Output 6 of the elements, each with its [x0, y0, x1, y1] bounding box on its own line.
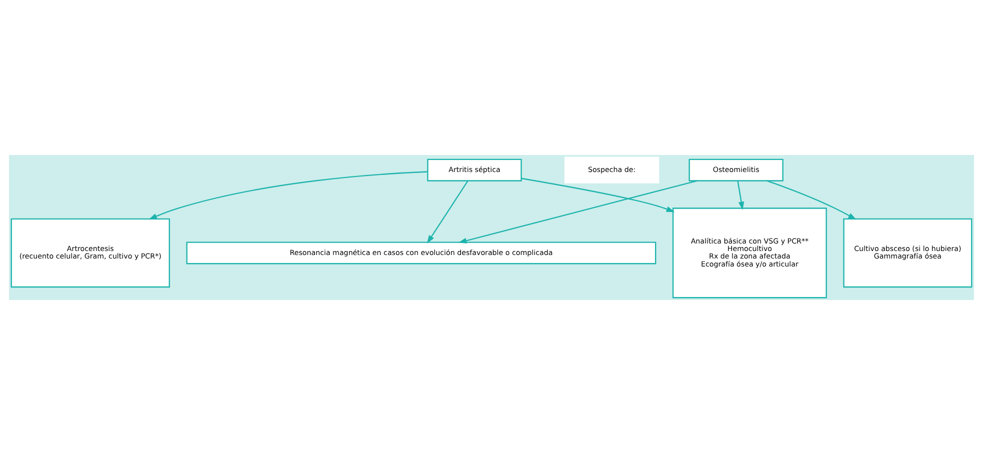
arrow	[766, 180, 856, 220]
arrow	[737, 180, 744, 210]
arrow	[521, 178, 675, 212]
arrow	[426, 180, 468, 244]
arrow	[148, 171, 428, 220]
arrow	[458, 180, 698, 244]
